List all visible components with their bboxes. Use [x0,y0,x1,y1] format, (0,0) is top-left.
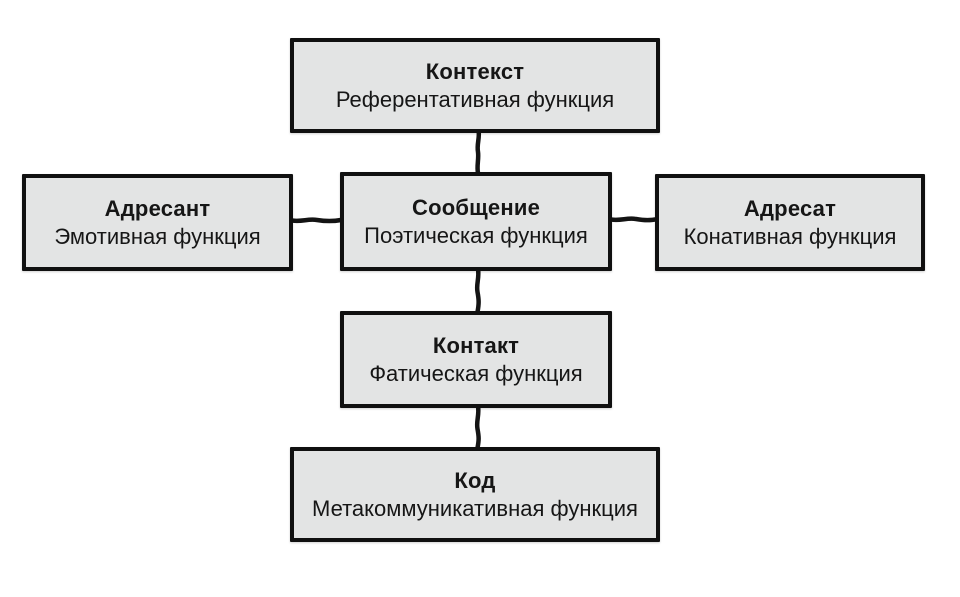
node-contact: Контакт Фатическая функция [340,311,612,408]
node-code-subtitle: Метакоммуникативная функция [312,495,638,521]
node-code-title: Код [454,467,496,493]
connector-context-message [475,127,482,176]
node-contact-title: Контакт [432,332,520,358]
connector-addresser-message [289,217,344,224]
node-context-subtitle: Референтативная функция [335,86,615,112]
node-message-subtitle: Поэтическая функция [364,222,588,248]
node-addresser: Адресант Эмотивная функция [22,174,293,271]
connector-contact-code [474,403,481,451]
node-addressee-subtitle: Конативная функция [683,223,897,249]
node-addresser-title: Адресант [104,195,211,221]
node-addresser-subtitle: Эмотивная функция [54,223,261,249]
node-code: Код Метакоммуникативная функция [290,447,660,542]
node-context: Контекст Референтативная функция [290,38,660,133]
node-addressee-title: Адресат [743,195,837,221]
connector-message-contact [474,266,481,315]
node-message: Сообщение Поэтическая функция [340,172,612,271]
connector-message-addressee [608,216,661,223]
node-context-title: Контекст [425,58,525,84]
node-contact-subtitle: Фатическая функция [369,360,583,386]
node-addressee: Адресат Конативная функция [655,174,925,271]
node-message-title: Сообщение [412,194,540,220]
